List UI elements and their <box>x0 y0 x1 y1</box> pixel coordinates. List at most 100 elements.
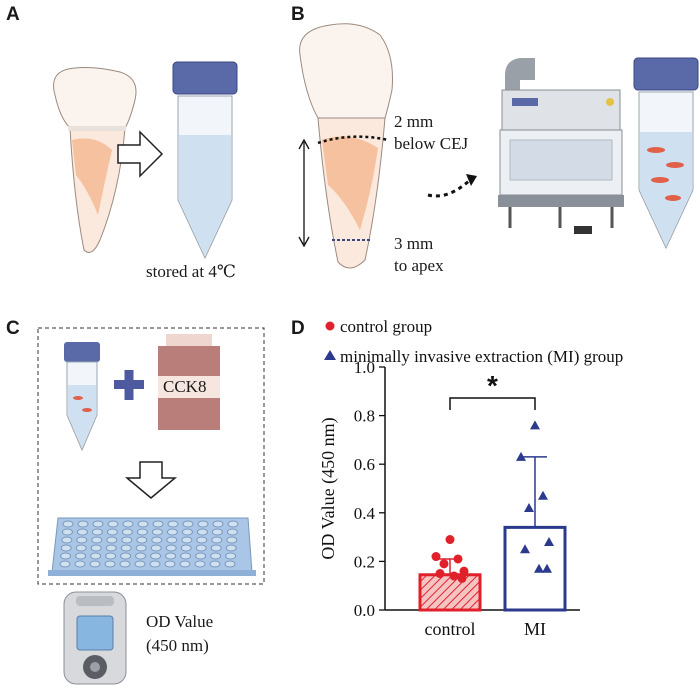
plate-well <box>61 528 73 536</box>
significance-star: * <box>487 370 498 401</box>
reagent-bottle-icon <box>158 334 220 430</box>
plate-well <box>75 552 87 560</box>
data-point <box>516 451 526 461</box>
plate-well <box>225 552 237 560</box>
plate-well <box>150 552 162 560</box>
plate-well <box>134 560 146 568</box>
plate-well <box>166 536 178 544</box>
plate-well <box>135 552 147 560</box>
plate-well <box>149 560 161 568</box>
cut-bottom-line1: 3 mm <box>394 234 434 253</box>
length-arrow-icon <box>298 138 310 248</box>
y-tick-label: 0.0 <box>354 601 375 620</box>
panel-b-tooth <box>299 23 393 269</box>
panel-c-frame <box>37 327 265 585</box>
data-point <box>530 420 540 430</box>
x-tick-label: control <box>425 619 476 639</box>
data-point <box>439 559 449 569</box>
plate-well <box>106 536 118 544</box>
data-point <box>520 544 530 554</box>
plate-well <box>76 528 88 536</box>
plate-well <box>77 520 89 528</box>
plate-well <box>119 560 131 568</box>
y-tick-label: 0.6 <box>354 455 375 474</box>
data-point <box>459 566 469 576</box>
plate-well <box>62 520 74 528</box>
data-point <box>449 571 459 581</box>
plate-well <box>106 528 118 536</box>
legend-marker-mi <box>324 350 336 360</box>
plate-well <box>61 536 73 544</box>
plate-well <box>150 544 162 552</box>
plate-well <box>105 552 117 560</box>
plate-well <box>212 520 224 528</box>
plate-well <box>165 544 177 552</box>
data-point <box>538 490 548 500</box>
data-point <box>457 573 467 583</box>
plate-well <box>104 560 116 568</box>
y-tick-label: 1.0 <box>354 358 375 377</box>
significance-bracket <box>449 397 536 410</box>
x-tick-label: MI <box>524 619 546 639</box>
biosafety-cabinet-icon <box>498 58 624 234</box>
plate-well <box>121 536 133 544</box>
arrow-right-icon <box>117 130 164 178</box>
panel-label-c: C <box>6 318 20 339</box>
plate-well <box>165 552 177 560</box>
bar-control <box>418 573 482 612</box>
panel-label-a: A <box>6 4 20 25</box>
plate-well <box>182 520 194 528</box>
plate-well <box>210 544 222 552</box>
plate-well <box>92 520 104 528</box>
legend-label-control: control group <box>340 317 432 336</box>
plus-icon <box>114 370 144 400</box>
plate-well <box>181 536 193 544</box>
data-point <box>445 535 455 545</box>
plate-well <box>91 536 103 544</box>
plate-well <box>75 544 87 552</box>
legend-marker-control <box>325 321 335 331</box>
data-point <box>435 569 445 579</box>
plate-well <box>226 528 238 536</box>
plate-well <box>211 536 223 544</box>
storage-caption: stored at 4℃ <box>146 262 236 281</box>
plate-well <box>166 528 178 536</box>
well-plate-icon <box>48 517 256 576</box>
plate-well <box>151 536 163 544</box>
data-point <box>453 554 463 564</box>
plate-well <box>194 560 206 568</box>
panel-a-tube <box>172 61 238 260</box>
data-point <box>534 563 544 573</box>
plate-well <box>211 528 223 536</box>
plate-well <box>136 536 148 544</box>
plate-well <box>167 520 179 528</box>
plate-well <box>90 544 102 552</box>
arrow-down-icon <box>124 461 178 499</box>
plate-well <box>180 544 192 552</box>
y-tick-label: 0.2 <box>354 552 375 571</box>
panel-c-tube <box>64 342 100 452</box>
readout-line2: (450 nm) <box>146 636 209 655</box>
plate-well <box>60 552 72 560</box>
y-tick-label: 0.8 <box>354 407 375 426</box>
plate-well <box>180 552 192 560</box>
dotted-curve-arrow-icon <box>427 174 477 198</box>
plate-well <box>226 536 238 544</box>
plate-well <box>179 560 191 568</box>
plate-well <box>89 560 101 568</box>
reagent-label: CCK8 <box>163 377 207 396</box>
plate-well <box>136 528 148 536</box>
plate-well <box>74 560 86 568</box>
panel-label-b: B <box>291 4 305 25</box>
plate-well <box>107 520 119 528</box>
plate-well <box>91 528 103 536</box>
plate-well <box>196 528 208 536</box>
plate-well <box>197 520 209 528</box>
plate-well <box>210 552 222 560</box>
plate-well <box>120 544 132 552</box>
cut-top-line1: 2 mm <box>394 112 434 131</box>
plate-well <box>76 536 88 544</box>
plate-well <box>196 536 208 544</box>
